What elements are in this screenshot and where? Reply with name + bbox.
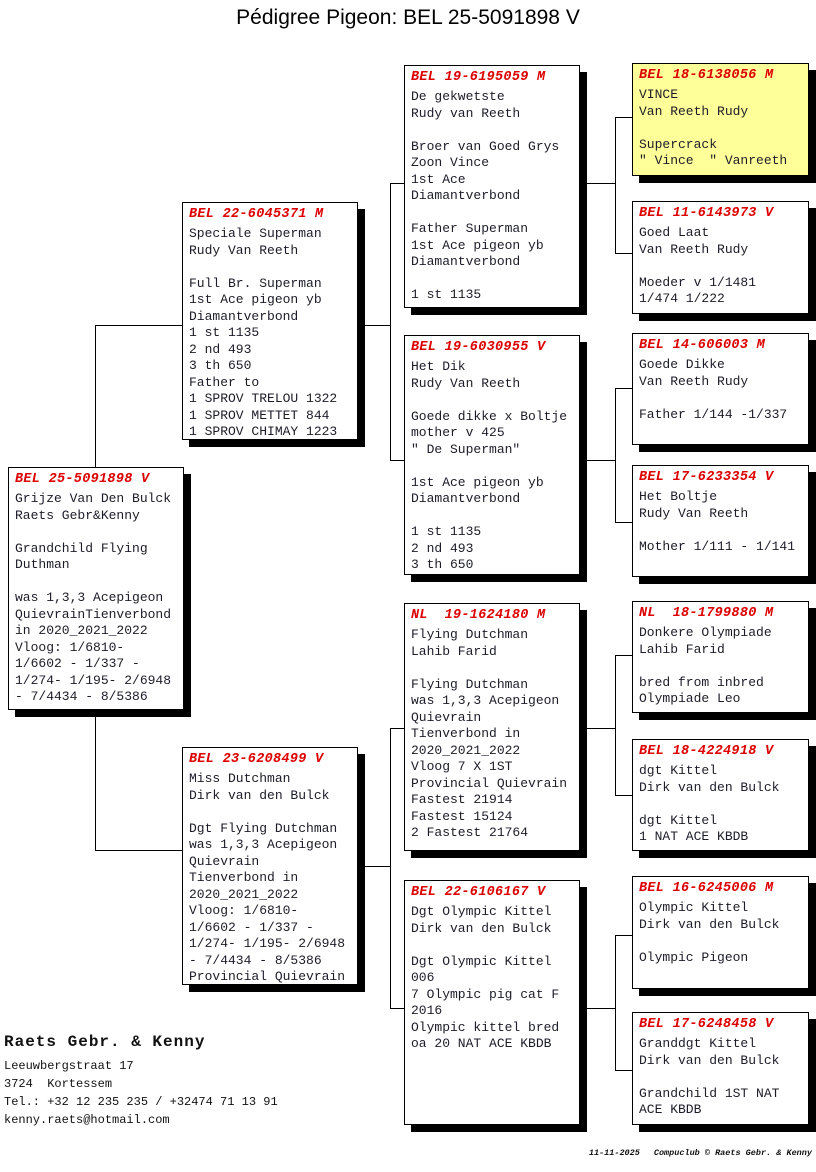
connector-line (615, 795, 632, 796)
ring-number: BEL 23-6208499 V (189, 752, 324, 767)
connector-line (615, 935, 616, 1070)
pedigree-box-sire-sire: BEL 19-6195059 M De gekwetste Rudy van R… (404, 65, 580, 308)
page-title: Pédigree Pigeon: BEL 25-5091898 V (236, 6, 580, 29)
ring-number: BEL 22-6045371 M (189, 207, 324, 222)
footer-credit: Compuclub © Raets Gebr. & Kenny (653, 1148, 812, 1158)
connector-line (615, 655, 632, 656)
ring-number: BEL 16-6245006 M (639, 881, 774, 896)
connector-line (390, 460, 404, 461)
pigeon-details: Flying Dutchman Lahib Farid Flying Dutch… (411, 627, 568, 840)
pedigree-box-sd-dam: BEL 17-6233354 V Het Boltje Rudy Van Ree… (632, 465, 809, 577)
connector-line (615, 522, 632, 523)
connector-line (615, 117, 632, 118)
pedigree-box-sd-sire: BEL 14-606003 M Goede Dikke Van Reeth Ru… (632, 333, 809, 445)
connector-line (615, 388, 632, 389)
pedigree-box-subject: BEL 25-5091898 V Grijze Van Den Bulck Ra… (8, 467, 184, 710)
connector-line (390, 1008, 404, 1009)
pigeon-details: De gekwetste Rudy van Reeth Broer van Go… (411, 89, 560, 302)
pedigree-box-sire: BEL 22-6045371 M Speciale Superman Rudy … (182, 202, 358, 440)
connector-line (615, 655, 616, 795)
pedigree-box-ds-dam: BEL 18-4224918 V dgt Kittel Dirk van den… (632, 739, 809, 851)
ring-number: BEL 25-5091898 V (15, 472, 150, 487)
footer-date: 11-11-2025 (588, 1148, 640, 1158)
connector-line (95, 710, 96, 850)
connector-line (95, 850, 182, 851)
pigeon-details: Het Dik Rudy Van Reeth Goede dikke x Bol… (411, 359, 568, 572)
pedigree-box-ds-sire: NL 18-1799880 M Donkere Olympiade Lahib … (632, 601, 809, 713)
connector-line (390, 728, 391, 1008)
ring-number: BEL 22-6106167 V (411, 885, 546, 900)
connector-line (390, 183, 391, 461)
ring-number: BEL 19-6195059 M (411, 70, 546, 85)
connector-line (358, 866, 390, 867)
connector-line (615, 117, 616, 253)
pedigree-box-dam: BEL 23-6208499 V Miss Dutchman Dirk van … (182, 747, 358, 985)
connector-line (615, 388, 616, 522)
pigeon-details: VINCE Van Reeth Rudy Supercrack " Vince … (639, 87, 788, 168)
owner-info: Raets Gebr. & Kenny Leeuwbergstraat 17 3… (4, 1033, 278, 1129)
owner-address-street: Leeuwbergstraat 17 (4, 1059, 134, 1073)
ring-number: BEL 17-6248458 V (639, 1017, 774, 1032)
connector-line (358, 325, 390, 326)
pigeon-details: Goed Laat Van Reeth Rudy Moeder v 1/1481… (639, 225, 757, 306)
owner-address-city: 3724 Kortessem (4, 1077, 113, 1091)
pigeon-details: Goede Dikke Van Reeth Rudy Father 1/144 … (639, 357, 788, 422)
pigeon-details: Grijze Van Den Bulck Raets Gebr&Kenny Gr… (15, 491, 172, 704)
connector-line (615, 253, 632, 254)
pigeon-details: Donkere Olympiade Lahib Farid bred from … (639, 625, 772, 706)
pigeon-details: Het Boltje Rudy Van Reeth Mother 1/111 -… (639, 489, 796, 554)
connector-line (95, 325, 182, 326)
ring-number: BEL 11-6143973 V (639, 206, 774, 221)
owner-phone: Tel.: +32 12 235 235 / +32474 71 13 91 (4, 1095, 278, 1109)
connector-line (615, 935, 632, 936)
owner-name: Raets Gebr. & Kenny (4, 1033, 206, 1051)
pedigree-box-ss-sire-highlighted: BEL 18-6138056 M VINCE Van Reeth Rudy Su… (632, 63, 809, 176)
connector-line (580, 1008, 615, 1009)
footer: 11-11-2025 Compuclub © Raets Gebr. & Kenn… (568, 1138, 812, 1168)
pedigree-box-dam-dam: BEL 22-6106167 V Dgt Olympic Kittel Dirk… (404, 880, 580, 1125)
connector-line (580, 728, 615, 729)
connector-line (390, 183, 404, 184)
pigeon-details: dgt Kittel Dirk van den Bulck dgt Kittel… (639, 763, 780, 844)
ring-number: BEL 17-6233354 V (639, 470, 774, 485)
ring-number: BEL 18-6138056 M (639, 68, 774, 83)
connector-line (580, 183, 615, 184)
pedigree-box-dd-dam: BEL 17-6248458 V Granddgt Kittel Dirk va… (632, 1012, 809, 1125)
pigeon-details: Granddgt Kittel Dirk van den Bulck Grand… (639, 1036, 780, 1117)
ring-number: BEL 18-4224918 V (639, 744, 774, 759)
connector-line (390, 728, 404, 729)
pedigree-box-sire-dam: BEL 19-6030955 V Het Dik Rudy Van Reeth … (404, 335, 580, 575)
connector-line (615, 1070, 632, 1071)
owner-email: kenny.raets@hotmail.com (4, 1113, 170, 1127)
pedigree-box-dd-sire: BEL 16-6245006 M Olympic Kittel Dirk van… (632, 876, 809, 989)
connector-line (95, 325, 96, 467)
pigeon-details: Olympic Kittel Dirk van den Bulck Olympi… (639, 900, 780, 965)
ring-number: BEL 14-606003 M (639, 338, 766, 353)
ring-number: NL 18-1799880 M (639, 606, 774, 621)
pedigree-box-dam-sire: NL 19-1624180 M Flying Dutchman Lahib Fa… (404, 603, 580, 851)
pigeon-details: Dgt Olympic Kittel Dirk van den Bulck Dg… (411, 904, 560, 1051)
pedigree-box-ss-dam: BEL 11-6143973 V Goed Laat Van Reeth Rud… (632, 201, 809, 314)
pigeon-details: Speciale Superman Rudy Van Reeth Full Br… (189, 226, 338, 439)
ring-number: BEL 19-6030955 V (411, 340, 546, 355)
ring-number: NL 19-1624180 M (411, 608, 546, 623)
pigeon-details: Miss Dutchman Dirk van den Bulck Dgt Fly… (189, 771, 346, 984)
connector-line (580, 460, 615, 461)
